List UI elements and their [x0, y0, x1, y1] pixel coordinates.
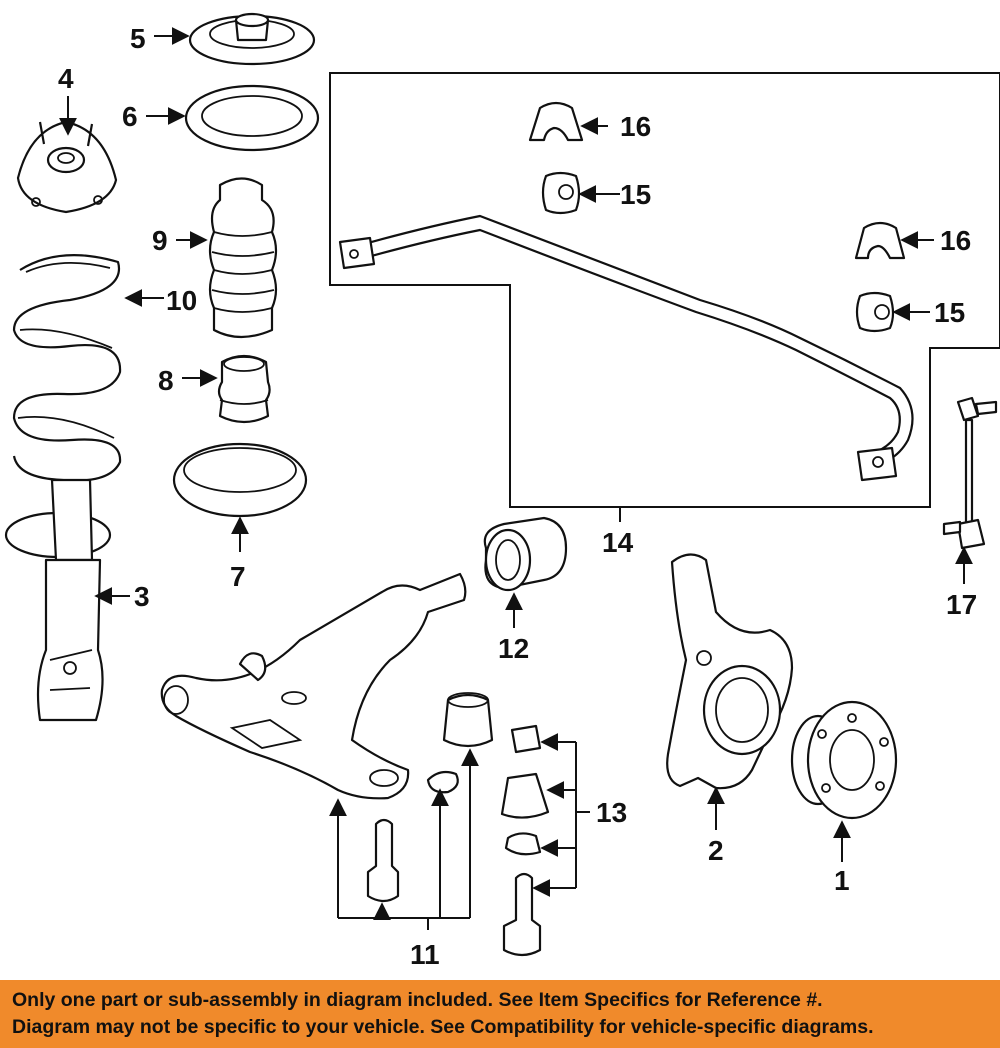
- callout-12: 12: [498, 633, 529, 664]
- stabilizer-link[interactable]: [942, 396, 998, 550]
- callout-1: 1: [834, 865, 850, 896]
- wheel-hub-bearing[interactable]: [790, 700, 898, 820]
- stabilizer-bracket-a[interactable]: [528, 101, 584, 142]
- upper-strut-mount[interactable]: [16, 120, 118, 214]
- callout-15a: 15: [620, 179, 651, 210]
- stabilizer-group-outline: [329, 72, 1000, 508]
- callout-13: 13: [596, 797, 627, 828]
- callout-3: 3: [134, 581, 150, 612]
- callout-2: 2: [708, 835, 724, 866]
- callout-16a: 16: [620, 111, 651, 142]
- stabilizer-bracket-b[interactable]: [854, 221, 906, 260]
- callout-4: 4: [58, 63, 74, 94]
- callout-10: 10: [166, 285, 197, 316]
- callout-6: 6: [122, 101, 138, 132]
- strut-mount-plate[interactable]: [188, 12, 316, 66]
- suspension-exploded-diagram: 5 6 4 9 10 8 7 3 12 16 15 16 15 14 17 2 …: [4, 12, 1000, 970]
- callout-17: 17: [946, 589, 977, 620]
- ball-joint[interactable]: [366, 818, 400, 903]
- callout-5: 5: [130, 23, 146, 54]
- callout-7: 7: [230, 561, 246, 592]
- strut-assembly[interactable]: [4, 478, 112, 722]
- callout-8: 8: [158, 365, 174, 396]
- stabilizer-bar[interactable]: [338, 214, 914, 482]
- control-arm-bushing[interactable]: [483, 516, 568, 592]
- callout-15b: 15: [934, 297, 965, 328]
- steering-knuckle[interactable]: [666, 553, 794, 790]
- bump-stop[interactable]: [217, 354, 271, 424]
- ball-joint-kit[interactable]: [500, 724, 550, 957]
- callout-14: 14: [602, 527, 634, 558]
- coil-spring[interactable]: [12, 254, 122, 482]
- stabilizer-bushing-a[interactable]: [541, 171, 581, 215]
- disclaimer-line-2: Diagram may not be specific to your vehi…: [12, 1016, 874, 1038]
- strut-bearing[interactable]: [184, 84, 320, 152]
- snap-ring-a[interactable]: [426, 770, 459, 794]
- callout-9: 9: [152, 225, 168, 256]
- strut-dust-boot[interactable]: [208, 177, 278, 339]
- spring-lower-insulator[interactable]: [172, 442, 308, 518]
- callout-16b: 16: [940, 225, 971, 256]
- lower-control-arm[interactable]: [160, 572, 467, 800]
- disclaimer-banner: Only one part or sub-assembly in diagram…: [0, 980, 1000, 1048]
- callout-11: 11: [410, 939, 440, 970]
- stabilizer-bushing-b[interactable]: [855, 291, 895, 333]
- control-arm-bushing-small[interactable]: [442, 692, 494, 748]
- disclaimer-line-1: Only one part or sub-assembly in diagram…: [12, 989, 823, 1011]
